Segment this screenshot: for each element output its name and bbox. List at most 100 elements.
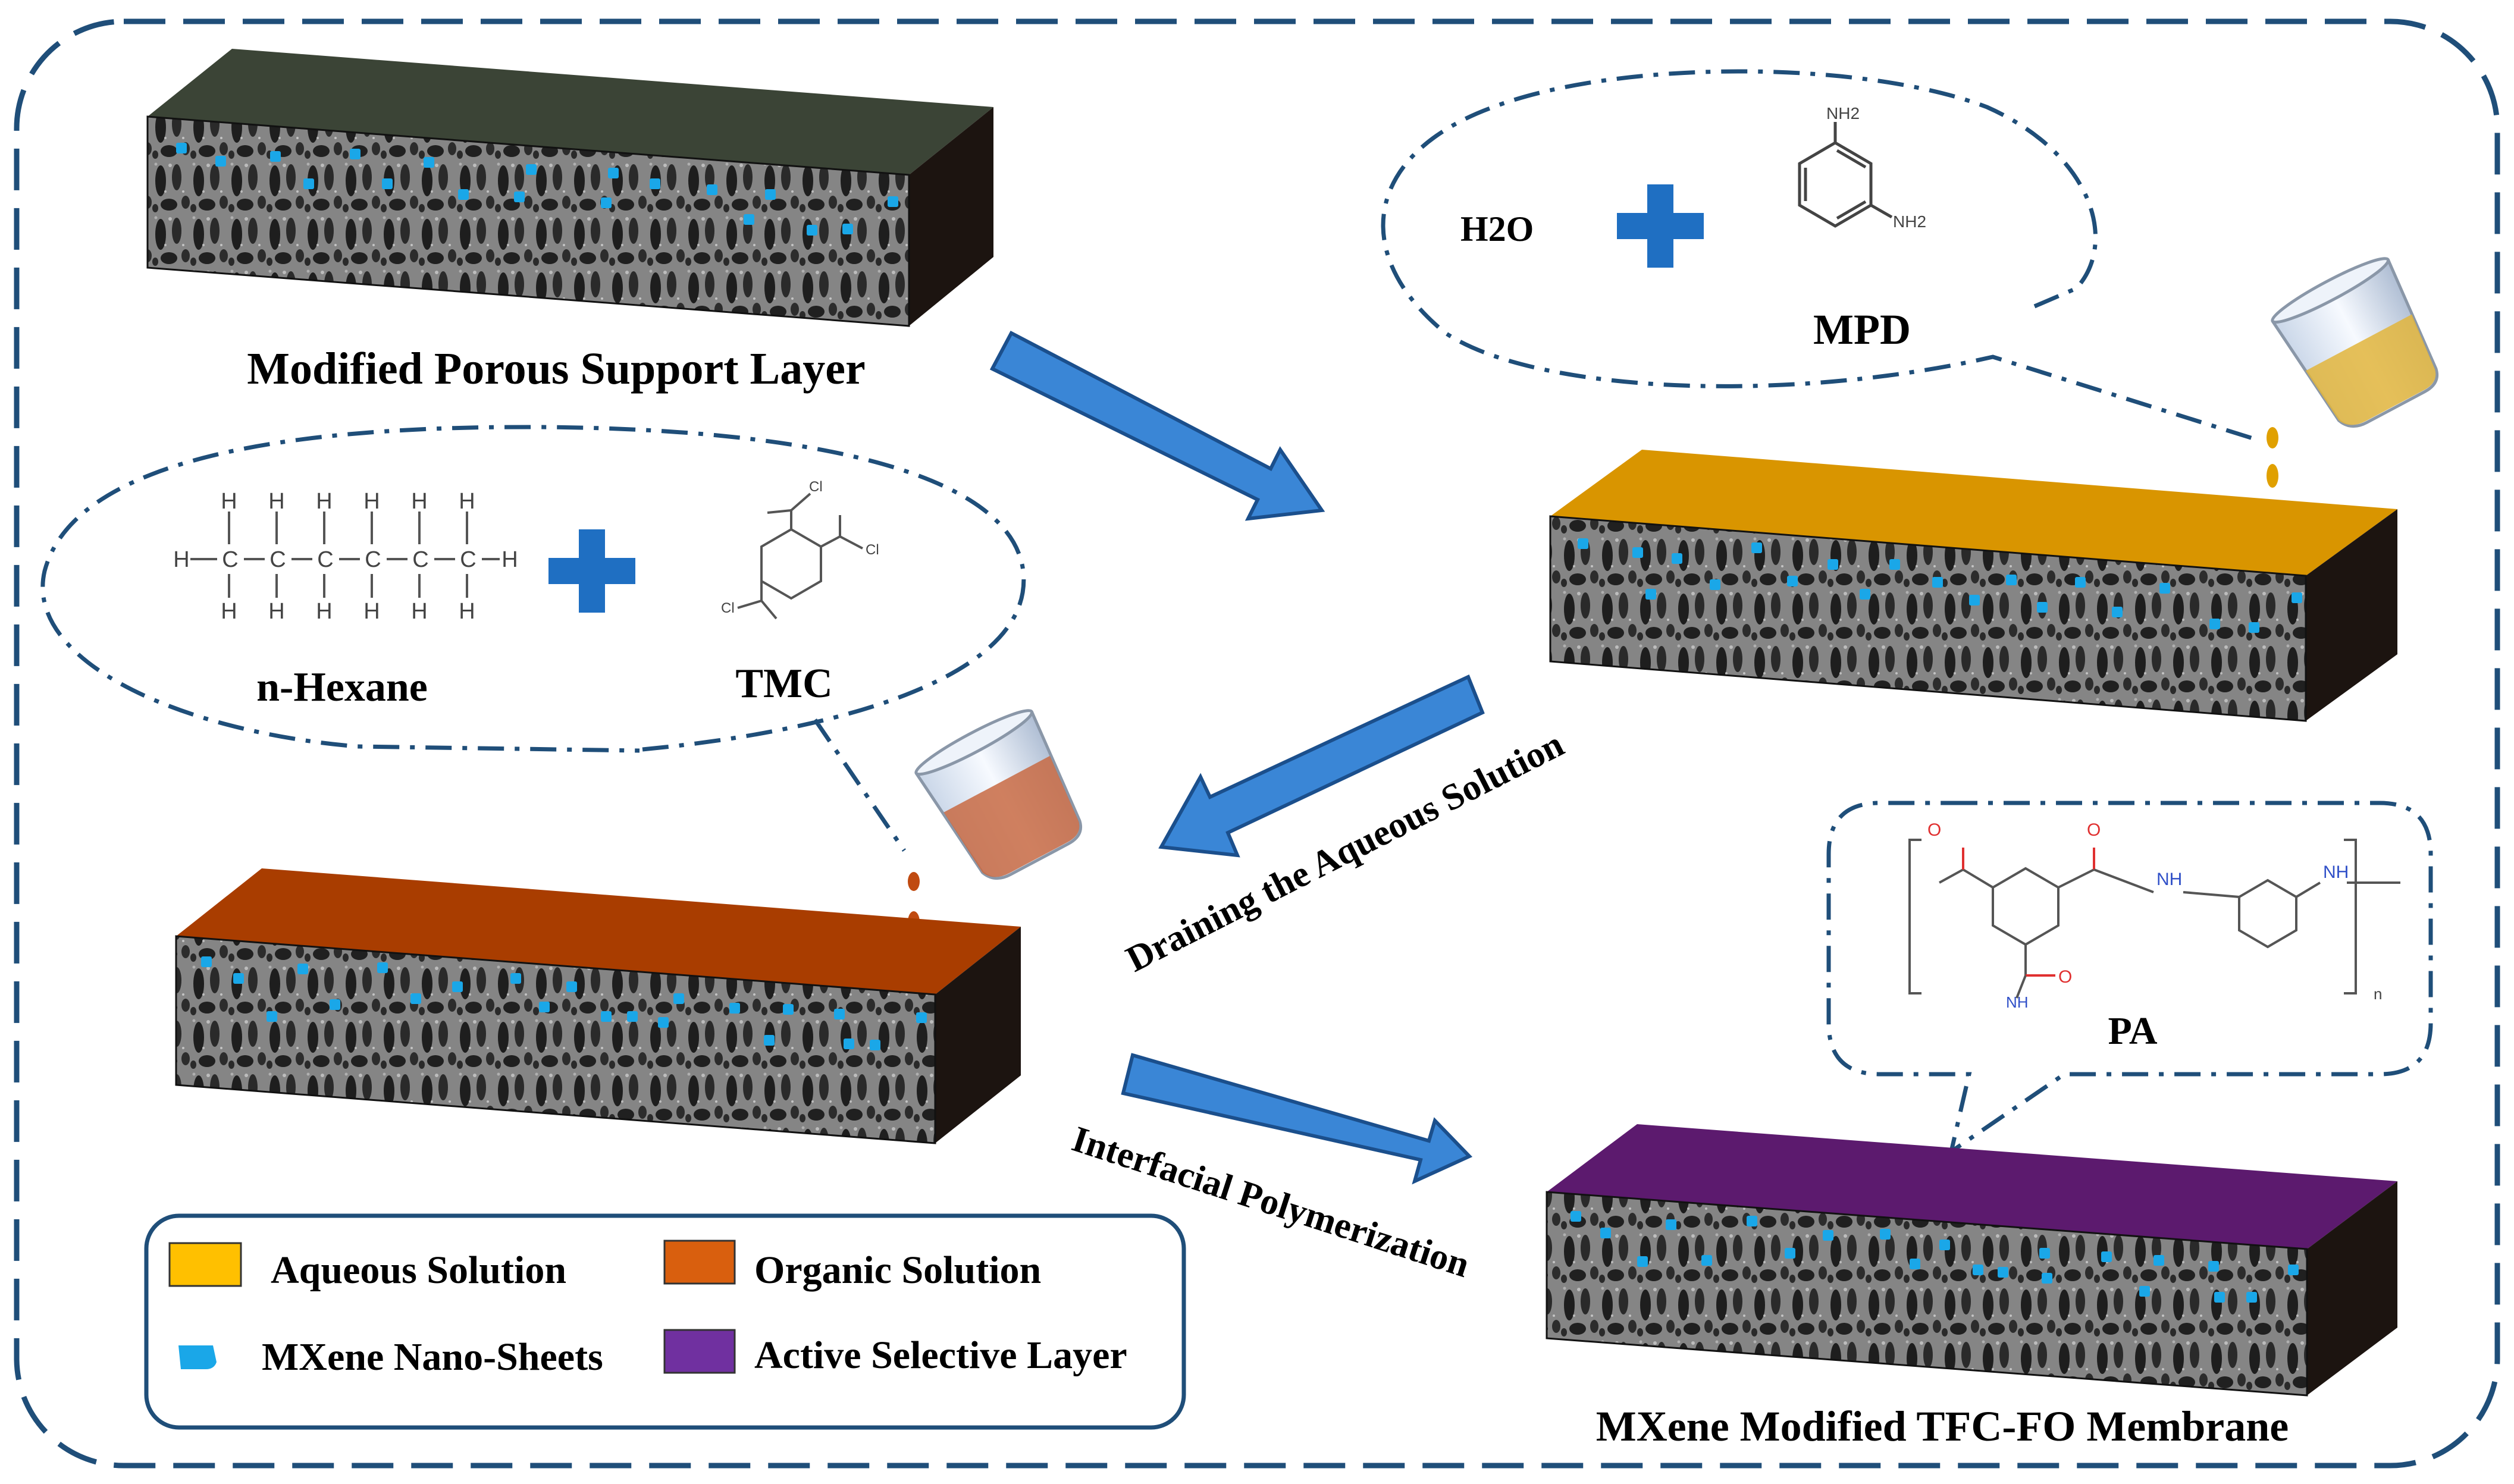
tmc-label: TMC [735,661,832,707]
atom-h: H [221,489,237,514]
legend-aqueous-label: Aqueous Solution [271,1248,566,1292]
atom-c: C [460,547,476,572]
mxene-sheet [2039,1248,2050,1259]
mxene-sheet [2292,592,2302,603]
hexane-atoms: H C C C C C C H H H H H H H H H H H H H [173,489,518,624]
nh2-label-bottom: NH2 [1893,212,1926,231]
atom-h: H [268,599,284,624]
mxene-sheet [601,197,612,208]
final-membrane-side [2307,1181,2397,1395]
mxene-sheet [601,1011,612,1022]
pa-bubble-outline [1826,801,2433,1156]
mxene-sheet [2006,575,2017,585]
tmc-cl: Cl [721,600,735,616]
mxene-sheet [2153,1255,2164,1266]
tmc-cl: Cl [866,542,879,558]
mxene-sheet [330,999,340,1010]
mxene-sheet [2209,619,2220,629]
mxene-sheet [764,1035,775,1046]
mxene-sheet [1880,1229,1891,1240]
organic-drop [908,872,920,891]
mxene-sheet [2037,602,2048,613]
outer-frame [14,18,2500,1469]
mxene-sheet [2249,622,2259,633]
mxene-sheet [424,157,434,168]
organic-block [175,868,1021,1144]
mxene-sheet [2288,1265,2299,1275]
mxene-sheet [765,189,776,200]
mxene-sheet [1787,576,1798,586]
mxene-sheet [1889,559,1900,570]
mxene-sheet [270,151,281,162]
legend-mxene-icon [178,1345,217,1369]
atom-h: H [411,599,427,624]
support-layer-block: Modified Porous Support Layer [146,49,993,394]
atom-h: H [411,489,427,514]
atom-h: H [459,489,475,514]
mxene-sheet [2112,607,2123,617]
pa-bubble: O O O NH NH NH n PA [1826,801,2433,1156]
mxene-sheet [627,1011,638,1022]
aqueous-top [1550,450,2397,576]
plus-icon-vertical [1647,184,1673,268]
atom-h: H [363,489,380,514]
support-layer-front [146,115,910,327]
atom-c: C [317,547,333,572]
mxene-sheet [2214,1292,2225,1303]
arrow-1 [989,330,1325,521]
h2o-label: H2O [1460,209,1534,249]
mpd-bubble-outline [1381,69,2256,441]
pa-label: PA [2108,1009,2157,1053]
mxene-sheet [539,1002,550,1012]
mxene-sheet [744,214,754,225]
atom-h: H [316,489,332,514]
mxene-sheet [844,1039,854,1049]
mpd-structure [1798,122,1893,228]
mxene-sheet [1827,559,1838,570]
atom-h: H [268,489,284,514]
mxene-sheet [176,143,187,153]
legend-swatch-aqueous [168,1242,242,1287]
tmc-structure [737,492,863,620]
mxene-sheet [1939,1240,1950,1250]
atom-h: H [316,599,332,624]
legend-organic-label: Organic Solution [754,1248,1041,1292]
mxene-sheet [1672,553,1682,564]
mxene-sheet [377,962,388,973]
mxene-sheet [2159,583,2170,594]
pa-nh: NH [2323,862,2349,882]
mpd-bubble: H2O NH2 NH2 MPD [1381,69,2256,441]
mxene-sheet [1998,1267,2008,1278]
mxene-sheet [1969,595,1980,605]
mxene-sheet [842,224,853,234]
mxene-sheet [650,178,660,189]
atom-h: H [363,599,380,624]
mxene-sheet [510,973,521,984]
support-layer-top [148,49,993,175]
mxene-sheet [2208,1261,2219,1272]
legend-swatch-organic [663,1240,736,1285]
mxene-sheet [233,973,244,984]
support-layer-label: Modified Porous Support Layer [247,344,865,394]
aqueous-block [1549,450,2397,722]
pa-o: O [2087,820,2101,840]
organic-side [935,927,1021,1143]
aqueous-front [1549,515,2307,722]
atom-c: C [412,547,428,572]
mxene-sheet [1701,1255,1712,1266]
mxene-sheet [297,964,308,974]
tmc-bubble-outline [40,425,1026,852]
legend-swatch-active [663,1329,736,1374]
nh2-label-top: NH2 [1826,104,1860,123]
mxene-sheet [1785,1248,1795,1259]
mxene-sheet [1645,589,1656,600]
atom-c: C [269,547,286,572]
mxene-sheet [1747,1216,1757,1226]
hexane-label: n-Hexane [256,664,428,710]
mxene-sheet [707,184,717,195]
mxene-sheet [2246,1292,2257,1303]
mxene-sheet [729,1003,740,1014]
arrow-3 [1121,1053,1473,1185]
tmc-bubble: H C C C C C C H H H H H H H H H H H H H [40,425,1026,852]
